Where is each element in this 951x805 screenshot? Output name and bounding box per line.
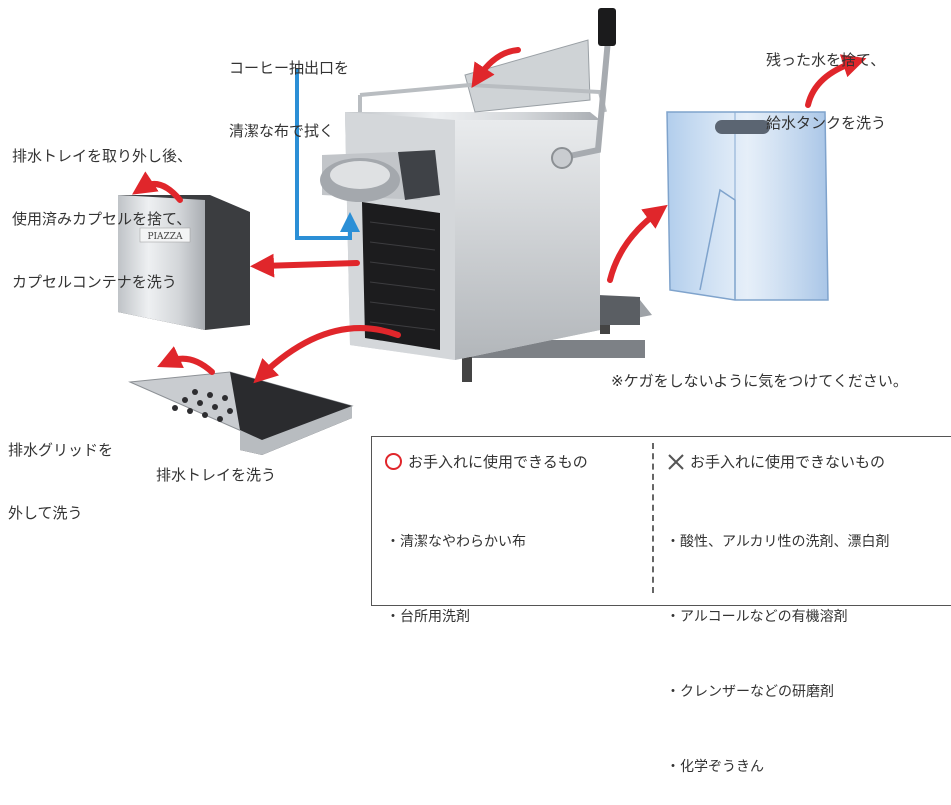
list-item: ・アルコールなどの有機溶剤 [666, 609, 848, 625]
coffee-machine [320, 8, 652, 382]
blue-arrow [295, 68, 360, 240]
drip-tray-label: 排水トレイを洗う [156, 466, 277, 484]
nozzle-label: コーヒー抽出口を 清潔な布で拭く [229, 59, 350, 140]
tank-label: 残った水を捨て、 給水タンクを洗う [766, 51, 887, 132]
water-tank [666, 111, 829, 301]
panel-divider [652, 443, 654, 593]
list-item: ・酸性、アルカリ性の洗剤、漂白剤 [666, 534, 890, 550]
capsule-container: PIAZZA [118, 195, 250, 330]
can-use-title: お手入れに使用できるもの [408, 453, 588, 471]
list-item: ・清潔なやわらかい布 [386, 534, 526, 550]
container-brand-logo: PIAZZA [147, 232, 183, 242]
list-item: ・化学ぞうきん [666, 759, 764, 775]
drip-tray [128, 371, 354, 455]
drip-grid-label: 排水グリッドを 外して洗う [8, 441, 114, 522]
circle-icon [385, 453, 402, 470]
machine-illustration: PIAZZA [118, 8, 867, 455]
cannot-use-list: ・酸性、アルカリ性の洗剤、漂白剤 ・アルコールなどの有機溶剤 ・クレンザーなどの… [666, 480, 889, 805]
cross-icon [668, 454, 684, 470]
capsule-container-label: 排水トレイを取り外し後、 使用済みカプセルを捨て、 カプセルコンテナを洗う [12, 147, 193, 291]
list-item: ・台所用洗剤 [386, 609, 470, 625]
list-item: ・クレンザーなどの研磨剤 [666, 684, 834, 700]
cannot-use-title: お手入れに使用できないもの [690, 453, 886, 471]
red-arrows [132, 47, 867, 384]
can-use-list: ・清潔なやわらかい布 ・台所用洗剤 [386, 480, 526, 655]
caution-note: ※ケガをしないように気をつけてください。 [611, 372, 908, 390]
